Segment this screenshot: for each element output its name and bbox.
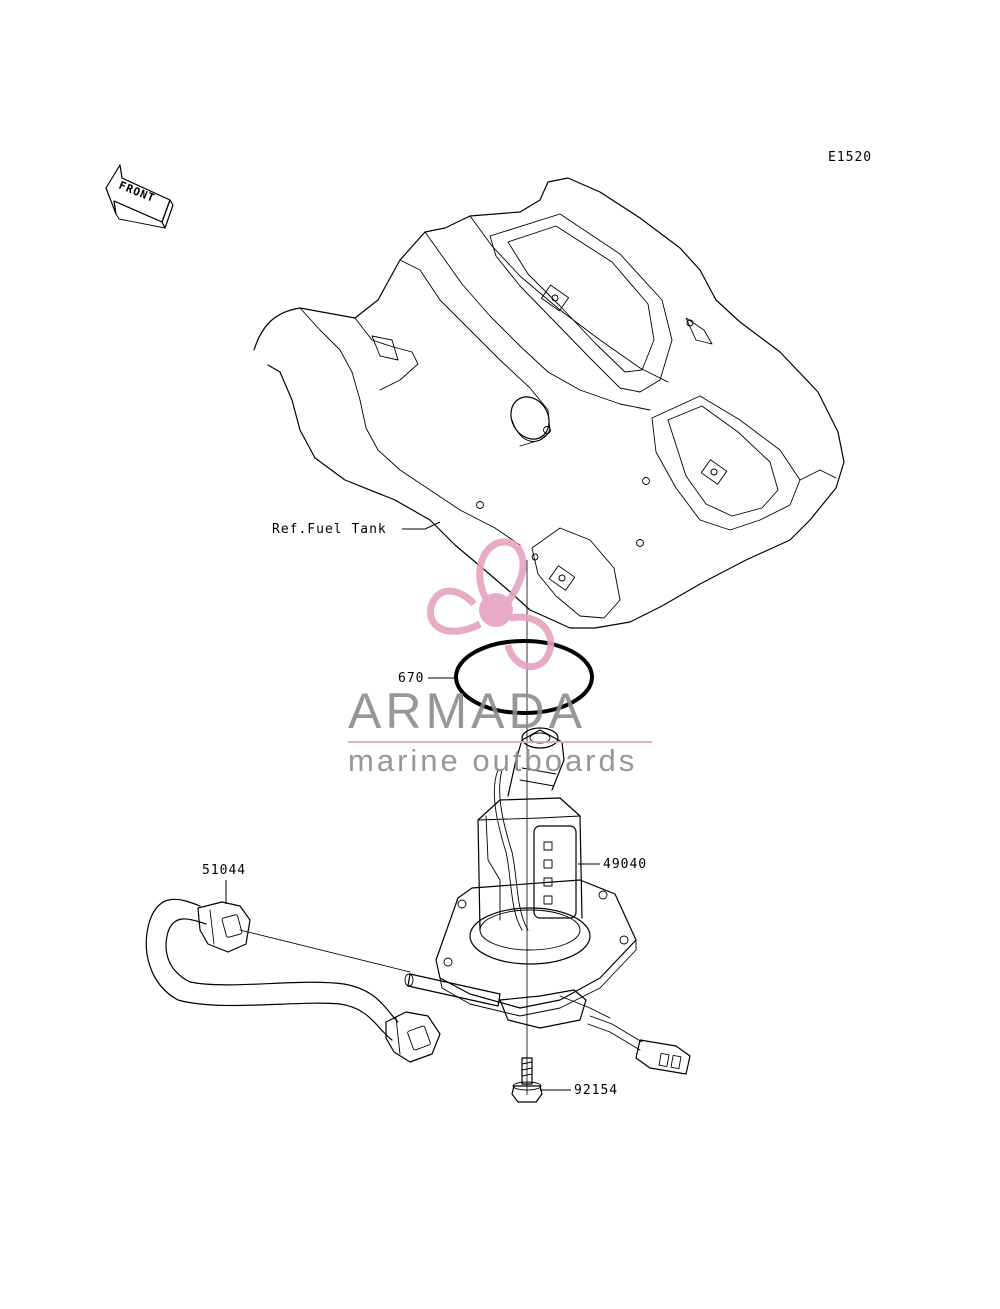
fuel-tank-label: Ref.Fuel Tank [272, 522, 387, 537]
fuel-hose [145, 898, 441, 1063]
diagram-code: E1520 [828, 150, 872, 165]
fuel-pump-label: 49040 [603, 857, 647, 872]
fuel-tank [253, 177, 845, 629]
fuel-hose-label: 51044 [202, 863, 246, 878]
o-ring-label: 670 [398, 671, 424, 686]
watermark-title: ARMADA [348, 683, 586, 739]
front-label: FRONT [117, 179, 157, 205]
o-ring [454, 639, 594, 715]
propeller-icon [427, 538, 555, 670]
bolt-label: 92154 [574, 1083, 618, 1098]
front-arrow-icon: FRONT [105, 164, 174, 229]
bolt [511, 1057, 543, 1103]
fuel-pump-assembly [404, 727, 691, 1075]
watermark-logo: ARMADA marine outboards [348, 538, 652, 778]
fuel-tank-leader [402, 521, 441, 530]
watermark-subtitle: marine outboards [348, 743, 637, 778]
